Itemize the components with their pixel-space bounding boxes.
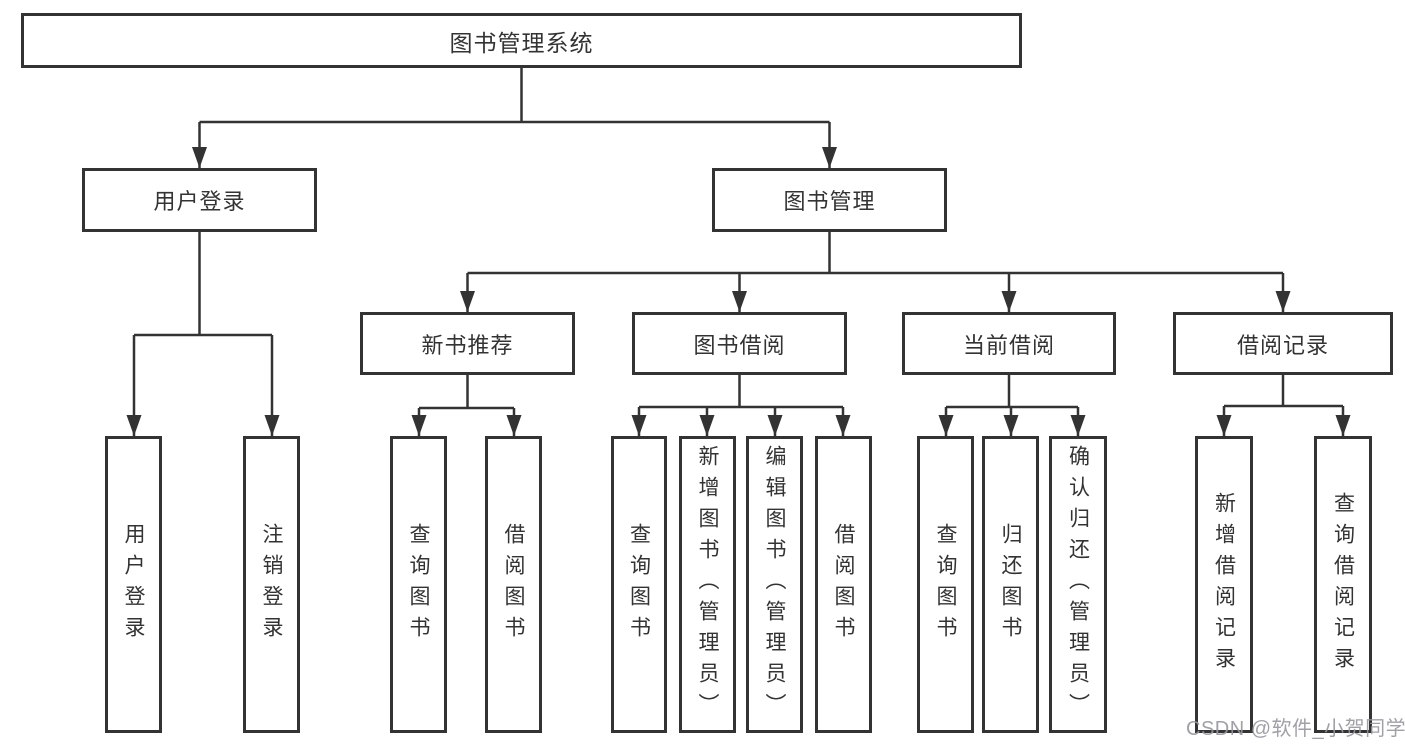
leaf-user-login: 用户登录 — [105, 436, 162, 733]
leaf-query-books-borrow-label: 查询图书 — [627, 522, 651, 647]
leaf-query-books-current-label: 查询图书 — [934, 522, 957, 647]
node-borrow-records: 借阅记录 — [1173, 312, 1393, 375]
leaf-borrow-books-recommend-label: 借阅图书 — [502, 522, 525, 647]
leaf-logout: 注销登录 — [243, 436, 300, 733]
node-borrow-records-label: 借阅记录 — [1236, 332, 1329, 358]
leaf-query-books-current: 查询图书 — [917, 436, 974, 733]
leaf-borrow-books-label: 借阅图书 — [832, 522, 855, 647]
leaf-query-books-recommend-label: 查询图书 — [407, 522, 430, 647]
node-book-borrow-label: 图书借阅 — [693, 332, 786, 358]
node-root-label: 图书管理系统 — [449, 29, 594, 56]
connector-recommend-to-leaves — [419, 375, 514, 410]
node-user-login-branch: 用户登录 — [82, 168, 317, 232]
connector-user-login-to-leaves — [134, 232, 272, 337]
leaf-edit-books-admin-label: 编辑图书（管理员） — [763, 445, 786, 724]
node-user-login-label: 用户登录 — [153, 189, 246, 214]
leaf-return-books: 归还图书 — [982, 436, 1039, 733]
node-book-management-branch: 图书管理 — [712, 168, 947, 232]
leaf-query-borrow-record: 查询借阅记录 — [1314, 436, 1372, 733]
leaf-add-borrow-record-label: 新增借阅记录 — [1212, 491, 1236, 678]
node-book-borrow: 图书借阅 — [632, 312, 847, 375]
leaf-add-books-admin: 新增图书（管理员） — [679, 436, 736, 733]
leaf-return-books-label: 归还图书 — [999, 522, 1022, 647]
node-new-book-recommend-label: 新书推荐 — [421, 332, 514, 358]
leaf-borrow-books: 借阅图书 — [815, 436, 872, 733]
connector-current-to-leaves — [946, 375, 1078, 409]
node-book-management-label: 图书管理 — [783, 189, 876, 214]
connector-records-to-leaves — [1224, 375, 1343, 408]
node-current-borrow: 当前借阅 — [902, 312, 1116, 375]
leaf-edit-books-admin: 编辑图书（管理员） — [746, 436, 803, 733]
csdn-watermark: CSDN @软件_小贺同学 — [1186, 718, 1405, 740]
node-new-book-recommend: 新书推荐 — [360, 312, 575, 375]
connector-borrow-to-leaves — [639, 375, 843, 409]
leaf-query-books-borrow: 查询图书 — [611, 436, 667, 733]
leaf-confirm-return-admin-label: 确认归还（管理员） — [1066, 445, 1090, 724]
leaf-add-borrow-record: 新增借阅记录 — [1195, 436, 1253, 733]
leaf-logout-label: 注销登录 — [260, 522, 283, 647]
leaf-user-login-label: 用户登录 — [122, 522, 145, 647]
node-current-borrow-label: 当前借阅 — [962, 332, 1055, 358]
leaf-query-borrow-record-label: 查询借阅记录 — [1331, 491, 1355, 678]
connector-book-management-to-level3 — [467, 232, 1283, 275]
leaf-query-books-recommend: 查询图书 — [390, 436, 447, 733]
connector-root-to-level2 — [199, 68, 830, 124]
node-root-system: 图书管理系统 — [21, 13, 1022, 68]
leaf-add-books-admin-label: 新增图书（管理员） — [696, 445, 719, 724]
leaf-borrow-books-recommend: 借阅图书 — [485, 436, 542, 733]
leaf-confirm-return-admin: 确认归还（管理员） — [1049, 436, 1107, 733]
